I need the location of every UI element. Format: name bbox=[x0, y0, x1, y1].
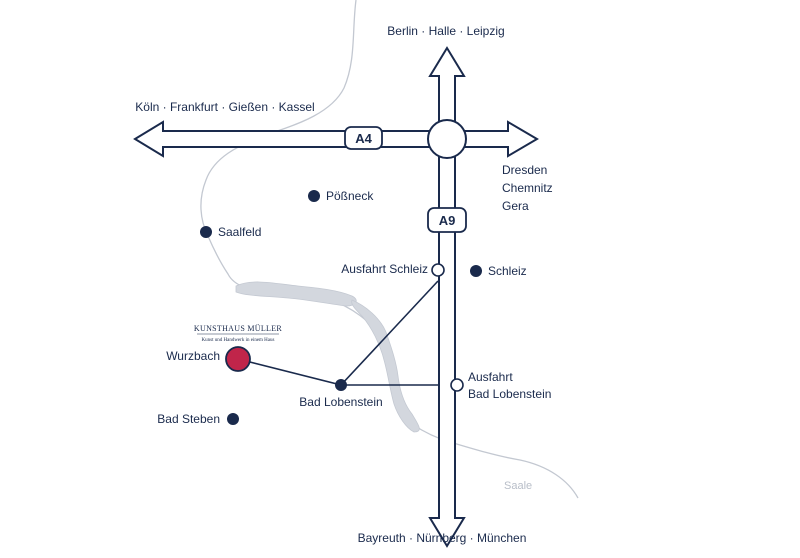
road-wurzbach-lobenstein bbox=[237, 358, 342, 386]
saalfeld-dot bbox=[200, 226, 212, 238]
bad-lobenstein-dot bbox=[335, 379, 347, 391]
a9-label-box bbox=[427, 207, 467, 233]
exit-lobenstein-marker bbox=[450, 378, 464, 392]
kunsthaus-mueller-logo: KUNSTHAUS MÜLLER Kunst und Handwerk in e… bbox=[194, 324, 282, 343]
a4-label: A4 bbox=[355, 131, 372, 146]
brand-name: KUNSTHAUS MÜLLER bbox=[194, 324, 282, 333]
a9-label: A9 bbox=[439, 213, 456, 228]
saale-river-label: Saale bbox=[504, 480, 532, 492]
a4-label-box bbox=[344, 126, 383, 150]
interchange-fill-v bbox=[440, 123, 454, 155]
saalfeld-label: Saalfeld bbox=[218, 225, 261, 239]
wurzbach-marker bbox=[225, 346, 251, 372]
exit-schleiz-label: Ausfahrt Schleiz bbox=[341, 262, 428, 276]
destination-east-3: Gera bbox=[502, 199, 529, 213]
a9-highway bbox=[428, 46, 466, 548]
reservoir-lake-north bbox=[235, 281, 357, 307]
destination-south: Bayreuth · Nürnberg · München bbox=[358, 531, 527, 545]
destination-east-1: Dresden bbox=[502, 163, 547, 177]
schleiz-dot bbox=[470, 265, 482, 277]
poessneck-dot bbox=[308, 190, 320, 202]
destination-east-2: Chemnitz bbox=[502, 181, 553, 195]
destination-west: Köln · Frankfurt · Gießen · Kassel bbox=[135, 100, 314, 114]
brand-tagline: Kunst und Handwerk in einem Haus bbox=[202, 338, 275, 343]
bad-steben-label: Bad Steben bbox=[157, 412, 220, 426]
exit-lobenstein-label-1: Ausfahrt bbox=[468, 370, 513, 384]
destination-north: Berlin · Halle · Leipzig bbox=[387, 24, 504, 38]
poessneck-label: Pößneck bbox=[326, 189, 374, 203]
bad-lobenstein-label: Bad Lobenstein bbox=[299, 395, 382, 409]
exit-lobenstein-label-2: Bad Lobenstein bbox=[468, 387, 551, 401]
bad-steben-dot bbox=[227, 413, 239, 425]
reservoir-lake-south bbox=[351, 299, 420, 433]
saale-river bbox=[200, 0, 579, 499]
a4-highway bbox=[133, 120, 539, 158]
wurzbach-label: Wurzbach bbox=[166, 349, 220, 363]
schleiz-label: Schleiz bbox=[488, 264, 527, 278]
exit-schleiz-marker bbox=[431, 263, 445, 277]
road-lobenstein-schleiz-exit bbox=[340, 280, 439, 386]
